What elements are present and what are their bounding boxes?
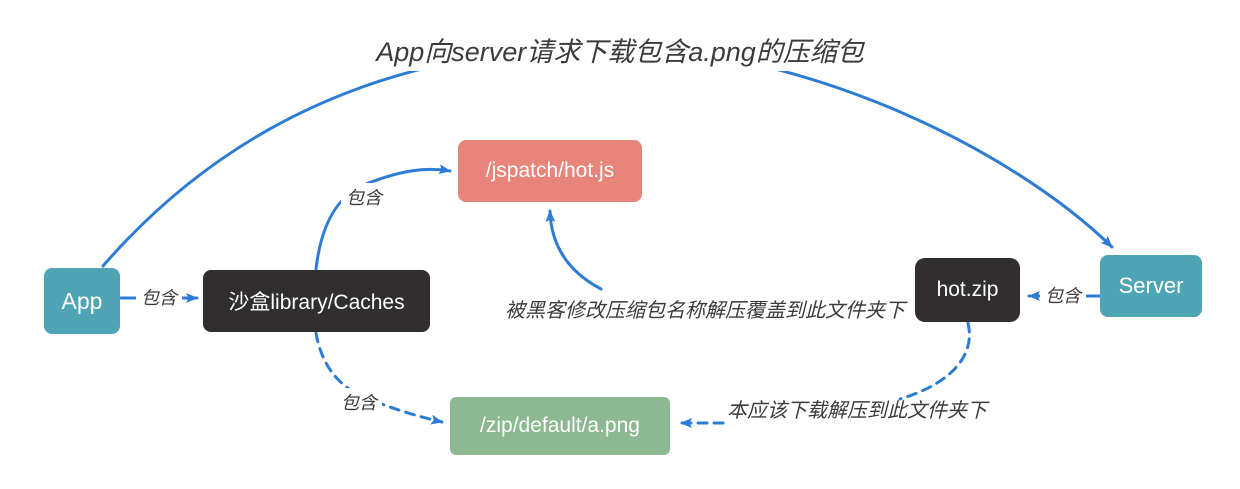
node-hotzip-label: hot.zip <box>936 278 999 301</box>
node-zip-default-apng: /zip/default/a.png <box>450 397 670 455</box>
node-jspatch-hotjs: /jspatch/hot.js <box>458 140 642 202</box>
edge-label-server-hotzip: 包含 <box>1040 281 1086 309</box>
node-server-label: Server <box>1118 273 1184 298</box>
edge-label-app-sandbox: 包含 <box>136 283 182 311</box>
edge-hotzip-expectednote <box>898 321 971 401</box>
node-jspatch-label: /jspatch/hot.js <box>485 159 615 182</box>
node-zip-label: /zip/default/a.png <box>480 414 640 437</box>
node-app-label: App <box>61 287 103 314</box>
edge-hackernote-jspatch <box>545 209 603 291</box>
node-sandbox-library-caches: 沙盒library/Caches <box>203 270 430 332</box>
node-app: App <box>44 268 120 334</box>
edge-label-sandbox-zip: 包含 <box>336 388 382 416</box>
diagram-title-row: App向server请求下载包含a.png的压缩包 <box>0 28 1240 71</box>
node-hotzip: hot.zip <box>915 258 1020 322</box>
edge-label-sandbox-jspatch: 包含 <box>341 183 387 211</box>
node-sandbox-label: 沙盒library/Caches <box>228 291 405 314</box>
annotation-hacker-overwrite: 被黑客修改压缩包名称解压覆盖到此文件夹下 <box>505 300 905 322</box>
annotation-expected-extract: 本应该下载解压到此文件夹下 <box>727 400 987 422</box>
diagram-title: App向server请求下载包含a.png的压缩包 <box>368 28 872 71</box>
node-server: Server <box>1100 255 1202 317</box>
